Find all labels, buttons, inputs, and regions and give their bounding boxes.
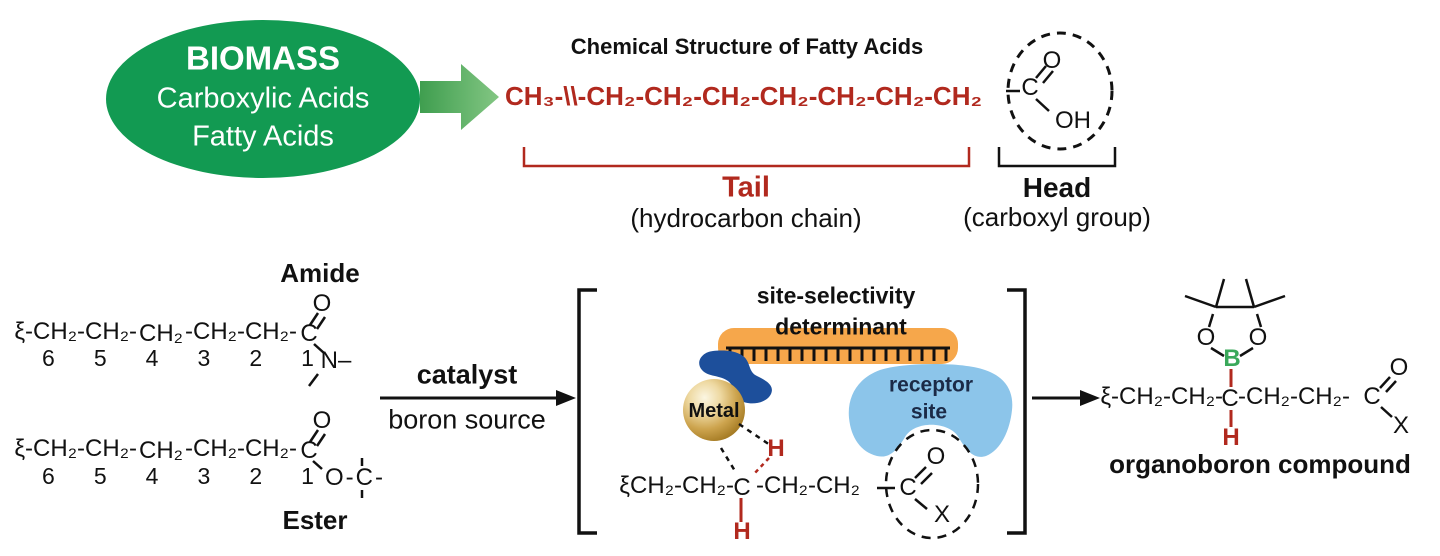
carbon-number: 5 [93, 345, 107, 371]
amide-nitrogen: N– [320, 347, 352, 374]
product-arrow [1032, 390, 1100, 406]
carbon-number: 6 [42, 345, 55, 371]
reaction-arrow [380, 390, 576, 406]
carbon-number: 4 [145, 463, 159, 489]
head-bracket [997, 147, 1117, 168]
fatty-acids-title: Chemical Structure of Fatty Acids [570, 34, 924, 59]
ester-carbon-numbers: 6 5 4 3 2 1 [42, 465, 314, 488]
intermediate-carbonyl-carbon: C [899, 474, 917, 501]
head-oxygen: O [1042, 47, 1062, 74]
carbon-number: 5 [93, 463, 107, 489]
head-label: Head [1022, 172, 1092, 203]
metal-dashed-bonds [719, 422, 771, 472]
carbon-number: 2 [249, 345, 263, 371]
amide-red-ch2: CH₂ [139, 320, 183, 347]
intermediate-oxygen: O [926, 443, 946, 470]
pinacol-ring-bonds [1184, 278, 1286, 358]
fatty-acid-chain: CH₃-\\-CH₂-CH₂-CH₂-CH₂-CH₂-CH₂-CH₂ [505, 81, 983, 111]
carbon-number: 2 [249, 463, 263, 489]
carbon-number: 1 [301, 345, 314, 371]
biomass-title: BIOMASS [185, 39, 341, 77]
product-oxygen: O [1389, 354, 1409, 381]
ring-oxygen-left: O [1196, 324, 1216, 351]
product-hydrogen: H [1222, 424, 1240, 451]
metal-sphere [683, 379, 745, 441]
head-carboxyl-circle [1006, 31, 1114, 151]
receptor-line1: receptor [888, 373, 974, 397]
head-hydroxyl: OH [1055, 107, 1091, 134]
product-label: organoboron compound [1109, 449, 1411, 479]
carbon-number: 1 [301, 463, 314, 489]
product-red-carbon: C [1221, 385, 1239, 412]
linker-blob [699, 350, 772, 404]
ester-bonds [308, 429, 364, 498]
intermediate-h-bottom: H [733, 518, 751, 545]
intermediate-x-group: X [933, 501, 951, 528]
carbon-number: 3 [197, 345, 211, 371]
catalyst-label: catalyst [416, 359, 518, 390]
intermediate-carboxyl-circle [877, 428, 980, 540]
amide-label: Amide [280, 258, 360, 288]
intermediate-h-top: H [767, 435, 785, 462]
receptor-blob [848, 363, 1013, 457]
product-carbonyl-carbon: C [1363, 383, 1381, 410]
intermediate-chain-suffix: -CH₂-CH₂ [756, 472, 860, 499]
tail-label: Tail [722, 171, 770, 204]
ester-o-c-link: O-C- [325, 464, 385, 491]
ester-red-ch2: CH₂ [139, 437, 183, 464]
ester-chain-suffix: -CH₂-CH₂- [185, 435, 297, 462]
boron-source-label: boron source [388, 404, 546, 435]
biomass-line1: Carboxylic Acids [156, 82, 370, 115]
amide-carbonyl-carbon: C [300, 320, 318, 347]
boron-atom: B [1223, 345, 1241, 372]
determinant-line2: determinant [775, 313, 907, 340]
tail-caption: (hydrocarbon chain) [630, 203, 862, 233]
amide-bonds [308, 312, 327, 387]
carbon-number: 4 [145, 345, 159, 371]
carbon-number: 3 [197, 463, 211, 489]
ester-chain-prefix: ξ-CH₂-CH₂- [14, 435, 137, 462]
product-carbonyl-bonds [1379, 376, 1397, 418]
right-square-bracket [1007, 288, 1027, 535]
amide-oxygen: O [312, 290, 332, 317]
product-x-group: X [1392, 412, 1410, 439]
metal-label: Metal [688, 400, 740, 422]
left-square-bracket [577, 288, 597, 535]
biomass-line2: Fatty Acids [192, 120, 334, 153]
product-chain-suffix: -CH₂-CH₂- [1238, 383, 1350, 410]
c-h-agostic-dashed-bond [752, 457, 770, 476]
head-caption: (carboxyl group) [963, 202, 1151, 232]
ester-label: Ester [282, 505, 348, 535]
tail-bracket [522, 147, 971, 168]
receptor-line2: site [910, 400, 948, 424]
biomass-flow-arrow [420, 64, 499, 130]
amide-carbon-numbers: 6 5 4 3 2 1 [42, 347, 314, 370]
intermediate-chain-prefix: ξCH₂-CH₂- [619, 472, 734, 499]
head-carbon: C [1021, 74, 1039, 101]
product-chain-prefix: ξ-CH₂-CH₂- [1100, 383, 1223, 410]
determinant-line1: site-selectivity [756, 282, 916, 309]
ester-carbonyl-carbon: C [300, 437, 318, 464]
carbon-number: 6 [42, 463, 55, 489]
amide-chain-suffix: -CH₂-CH₂- [185, 318, 297, 345]
intermediate-red-carbon: C [733, 474, 751, 501]
ester-oxygen: O [312, 407, 332, 434]
biomass-ellipse [106, 20, 420, 178]
ring-oxygen-right: O [1248, 324, 1268, 351]
amide-chain-prefix: ξ-CH₂-CH₂- [14, 318, 137, 345]
